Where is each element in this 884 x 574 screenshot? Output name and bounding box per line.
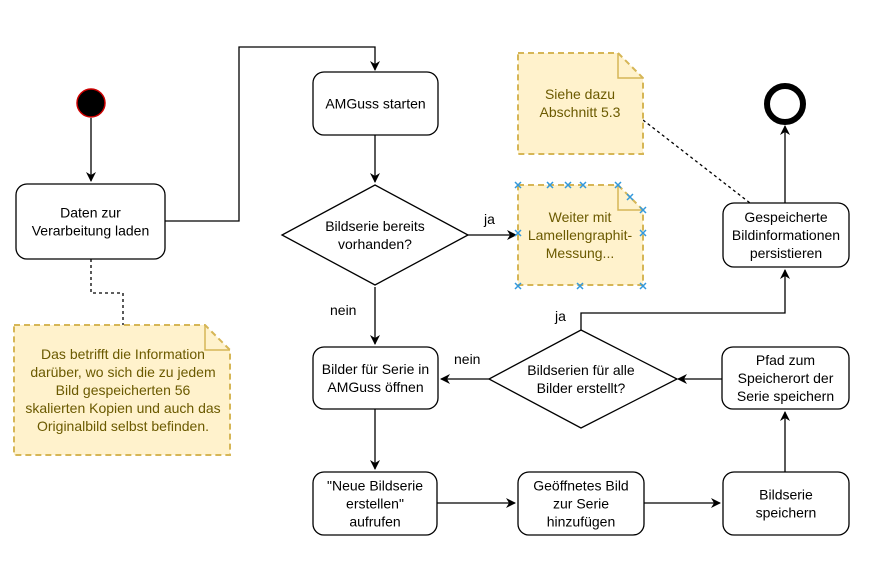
text-line: Weiter mit xyxy=(549,209,612,225)
text-line: Pfad zum xyxy=(756,352,815,368)
node-amguss-starten[interactable] xyxy=(312,71,439,136)
text-line: Bildserie bereits xyxy=(325,218,425,234)
text-line: Bilder für Serie in xyxy=(322,361,429,377)
selection-markers xyxy=(514,181,647,290)
node-bild-hinzufuegen[interactable] xyxy=(517,471,645,536)
text-line: skalierten Kopien und auch das xyxy=(25,400,220,416)
label-bildserie-speichern: Bildserie speichern xyxy=(756,487,817,521)
text-line: Das betrifft die Information xyxy=(41,346,205,362)
edge-daten-to-amguss xyxy=(165,46,380,222)
node-daten-laden[interactable] xyxy=(15,183,166,260)
text-line: Verarbeitung laden xyxy=(32,223,150,239)
edge-label-ja-mid: ja xyxy=(554,308,566,324)
text-line: vorhanden? xyxy=(338,236,412,252)
text-line: hinzufügen xyxy=(547,514,616,530)
note-information xyxy=(13,324,231,456)
text-line: Bildinformationen xyxy=(732,227,840,243)
text-line: Daten zur xyxy=(60,205,121,221)
label-amguss-starten: AMGuss starten xyxy=(325,96,425,112)
label-bilder-oeffnen: Bilder für Serie in AMGuss öffnen xyxy=(322,361,429,395)
text-line: aufrufen xyxy=(349,514,400,530)
text-line: Abschnitt 5.3 xyxy=(540,104,621,120)
note-siehe-abschnitt xyxy=(517,52,644,155)
edge-label-ja-top: ja xyxy=(483,211,495,227)
text-line: speichern xyxy=(756,505,817,521)
text-line: darüber, wo sich die zu jedem xyxy=(30,364,215,380)
text-line: Serie speichern xyxy=(737,388,834,404)
text-line: AMGuss öffnen xyxy=(327,379,423,395)
node-bilder-oeffnen[interactable] xyxy=(312,346,439,410)
label-bildserie-vorhanden: Bildserie bereits vorhanden? xyxy=(325,218,425,252)
text-line: Bilder erstellt? xyxy=(537,380,626,396)
text-line: Bild gespeicherten 56 xyxy=(56,382,191,398)
text-line: AMGuss starten xyxy=(325,96,425,112)
note-link-information xyxy=(90,259,124,325)
text-line: Geöffnetes Bild xyxy=(533,478,628,494)
note-label-information: Das betrifft die Information darüber, wo … xyxy=(25,346,220,434)
text-line: Speicherort der xyxy=(738,370,834,386)
text-line: Messung... xyxy=(546,245,614,261)
text-line: Bildserien für alle xyxy=(527,362,635,378)
text-line: persistieren xyxy=(750,245,822,261)
text-line: Siehe dazu xyxy=(545,86,615,102)
text-line: Bildserie xyxy=(759,487,813,503)
node-pfad-speichern[interactable] xyxy=(721,346,850,410)
text-line: zur Serie xyxy=(553,496,609,512)
node-persistieren[interactable] xyxy=(722,202,850,268)
note-weiter-lamellen xyxy=(517,184,644,286)
label-neue-bildserie: "Neue Bildserie erstellen" aufrufen xyxy=(327,478,423,530)
decision-bildserien-erstellt[interactable] xyxy=(487,329,679,429)
edge-label-nein-left: nein xyxy=(330,302,356,318)
text-line: Gespeicherte xyxy=(744,209,827,225)
text-line: Originalbild selbst befinden. xyxy=(37,418,209,434)
note-link-siehe xyxy=(642,119,751,204)
edge-decision2-ja xyxy=(580,269,790,330)
label-bild-hinzufuegen: Geöffnetes Bild zur Serie hinzufügen xyxy=(533,478,628,530)
node-neue-bildserie[interactable] xyxy=(312,471,438,536)
node-bildserie-speichern[interactable] xyxy=(722,471,850,536)
text-line: Lamellengraphit- xyxy=(528,227,633,243)
edge-label-nein-mid: nein xyxy=(454,351,480,367)
text-line: "Neue Bildserie xyxy=(327,478,423,494)
edges xyxy=(86,46,790,508)
note-fold-siehe xyxy=(617,53,643,79)
note-fold-information xyxy=(204,325,230,351)
decision-bildserie-vorhanden[interactable] xyxy=(280,184,470,286)
start-node xyxy=(76,88,106,118)
note-fold-weiter xyxy=(617,185,643,211)
end-node xyxy=(764,83,806,125)
text-line: erstellen" xyxy=(346,496,404,512)
